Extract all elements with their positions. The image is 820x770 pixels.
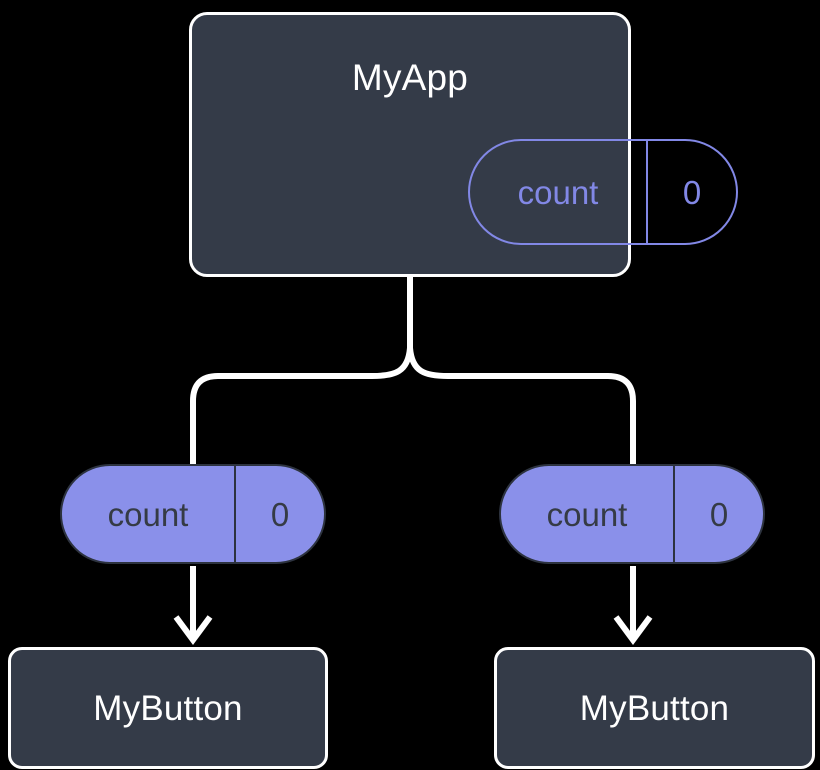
node-mybutton-right[interactable]: MyButton [494, 647, 815, 769]
edge-fork-left [190, 347, 413, 470]
node-mybutton-right-title: MyButton [579, 688, 730, 728]
state-pill-myapp-value: 0 [682, 173, 702, 211]
state-pill-child-left[interactable]: count 0 [60, 464, 326, 564]
state-pill-child-right-key: count [546, 495, 628, 533]
node-mybutton-left[interactable]: MyButton [8, 647, 328, 769]
node-myapp-title: MyApp [351, 57, 469, 98]
node-mybutton-left-title: MyButton [93, 688, 243, 728]
edge-fork-right [407, 347, 636, 470]
state-pill-child-left-value: 0 [270, 495, 290, 533]
state-pill-myapp[interactable]: count 0 [468, 139, 738, 245]
state-pill-child-left-key: count [107, 495, 189, 533]
arrowhead-left-icon [173, 615, 213, 646]
node-myapp[interactable]: MyApp count 0 [189, 12, 738, 277]
state-pill-child-right-divider [673, 466, 675, 562]
state-pill-myapp-divider [646, 141, 648, 243]
arrowhead-right-icon [613, 615, 653, 646]
state-pill-child-right[interactable]: count 0 [499, 464, 765, 564]
state-pill-child-right-value: 0 [709, 495, 729, 533]
state-pill-myapp-key: count [517, 173, 599, 211]
state-pill-child-left-divider [234, 466, 236, 562]
